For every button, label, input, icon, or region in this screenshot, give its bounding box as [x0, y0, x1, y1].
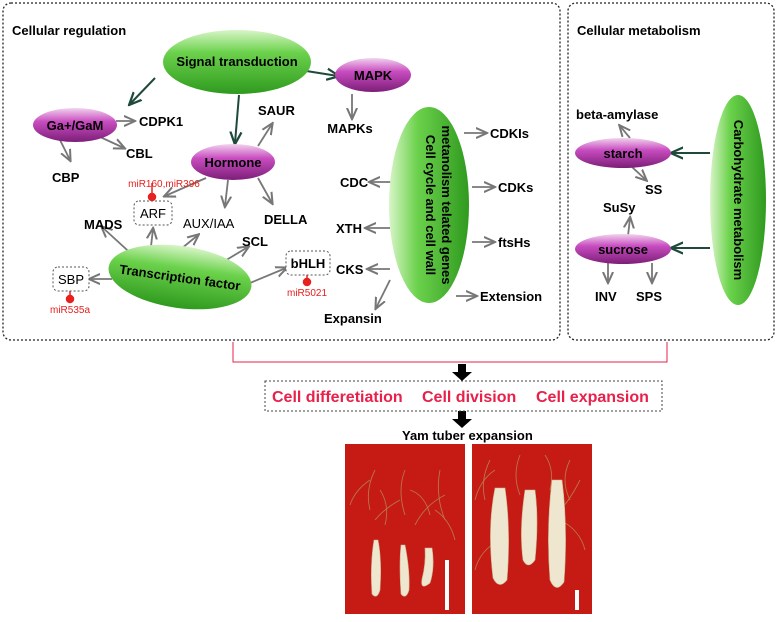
gagam-label: Ga+/GaM	[47, 118, 104, 133]
mir535a-label: miR535a	[50, 305, 90, 316]
outcomes-box	[264, 380, 663, 412]
cbp-label: CBP	[52, 170, 80, 185]
hormone-node	[191, 144, 275, 180]
mir160-label: miR160,miR396	[128, 179, 200, 190]
cell-differentiation-label: Cell differetiation	[272, 389, 403, 406]
cell-cycle-label-2: metanolism telated genes	[439, 126, 454, 285]
scl-label: SCL	[242, 234, 268, 249]
carbohydrate-metabolism-node	[710, 95, 766, 305]
mads-label: MADS	[84, 217, 123, 232]
cdc-label: CDC	[340, 175, 369, 190]
inhibition-marks	[65, 183, 312, 304]
cdkis-label: CDKIs	[490, 126, 529, 141]
bhlh-label: bHLH	[291, 256, 326, 271]
beta-amylase-label: beta-amylase	[576, 107, 658, 122]
arf-box	[133, 200, 173, 226]
cbl-label: CBL	[126, 146, 153, 161]
cellular-metabolism-title: Cellular metabolism	[577, 23, 701, 38]
auxiaa-label: AUX/IAA	[183, 216, 235, 231]
sbp-label: SBP	[58, 272, 84, 287]
cell-cycle-node	[389, 107, 469, 303]
mir5021-label: miR5021	[287, 288, 327, 299]
sbp-box	[52, 266, 90, 292]
extension-label: Extension	[480, 289, 542, 304]
cdpk1-label: CDPK1	[139, 114, 183, 129]
sucrose-label: sucrose	[598, 242, 648, 257]
mapk-label: MAPK	[354, 68, 393, 83]
mapks-label: MAPKs	[327, 121, 373, 136]
inv-label: INV	[595, 289, 617, 304]
signal-transduction-node	[163, 30, 311, 94]
ss-label: SS	[645, 182, 663, 197]
susy-label: SuSy	[603, 200, 636, 215]
cks-label: CKS	[336, 262, 364, 277]
tuber-photo-large	[472, 444, 592, 614]
transcription-factor-node	[108, 244, 252, 310]
cell-cycle-label-1: Cell cycle and cell wall	[423, 135, 438, 275]
down-arrow-2	[452, 411, 472, 428]
saur-label: SAUR	[258, 103, 295, 118]
cellular-regulation-panel	[2, 2, 561, 341]
della-label: DELLA	[264, 212, 308, 227]
panel-bracket	[232, 342, 668, 363]
bhlh-box	[285, 250, 331, 276]
hormone-label: Hormone	[204, 155, 261, 170]
down-arrow-1	[452, 364, 472, 381]
cell-division-label: Cell division	[422, 389, 516, 406]
gray-arrows	[59, 94, 652, 308]
sps-label: SPS	[636, 289, 662, 304]
photo-title: Yam tuber expansion	[402, 428, 533, 443]
expansin-label: Expansin	[324, 311, 382, 326]
gagam-node	[33, 108, 117, 142]
starch-label: starch	[603, 146, 642, 161]
carbohydrate-metabolism-label: Carbohydrate metabolism	[731, 120, 746, 280]
ftshs-label: ftsHs	[498, 235, 531, 250]
cellular-regulation-title: Cellular regulation	[12, 23, 126, 38]
mapk-node	[335, 58, 411, 92]
xth-label: XTH	[336, 221, 362, 236]
starch-node	[575, 138, 671, 168]
sucrose-node	[575, 234, 671, 264]
cell-expansion-label: Cell expansion	[536, 389, 649, 406]
tuber-photo-small	[345, 444, 465, 614]
signal-transduction-label: Signal transduction	[176, 54, 297, 69]
cdks-label: CDKs	[498, 180, 533, 195]
arf-label: ARF	[140, 206, 166, 221]
